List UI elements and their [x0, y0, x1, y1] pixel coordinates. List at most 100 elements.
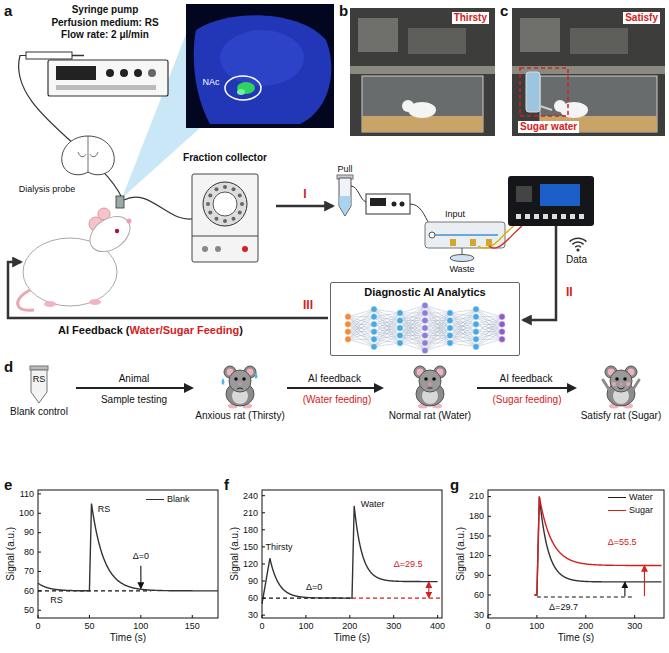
tick-label: 70 — [24, 566, 34, 576]
wifi-arc — [572, 242, 583, 244]
lab-equipment — [408, 28, 466, 54]
delta-annotation: Δ=29.5 — [394, 559, 423, 569]
dialysis-probe — [116, 196, 124, 208]
legend-text: Sugar — [629, 505, 653, 515]
network-link — [400, 313, 425, 343]
sweat-drop — [255, 372, 258, 379]
node-text: Fraction collector — [175, 152, 275, 164]
tick-mark — [488, 595, 491, 596]
sweat-drop — [222, 378, 225, 385]
tick-mark — [262, 615, 263, 618]
network-link — [425, 321, 450, 351]
network-neuron — [371, 314, 377, 320]
reference-line — [352, 598, 442, 599]
rat-arm — [632, 380, 639, 391]
lab-bench — [350, 66, 495, 74]
network-link — [348, 332, 374, 340]
board-pin — [552, 214, 557, 219]
network-link — [400, 306, 425, 321]
tick-label: 120 — [243, 559, 258, 569]
network-link — [400, 328, 425, 343]
network-link — [425, 343, 450, 351]
sample-tube — [339, 178, 351, 216]
collector-panel-line — [192, 236, 258, 237]
tick-mark — [38, 571, 41, 572]
network-link — [400, 321, 425, 344]
network-neuron — [345, 314, 351, 320]
node-text: Anxious rat (Thirsty) — [195, 410, 285, 422]
pump-button — [134, 69, 142, 77]
tick-label: 120 — [469, 550, 484, 560]
waste-line — [462, 248, 463, 255]
pump-display — [56, 66, 96, 80]
feedback-label: AI Feedback ( — [58, 324, 130, 337]
panel-letter: f — [224, 476, 229, 493]
network-link — [374, 313, 400, 339]
network-link — [476, 317, 502, 340]
network-neuron — [422, 332, 428, 338]
axis-title: Time (s) — [334, 632, 370, 644]
node-text: Diagnostic AI Analytics — [331, 286, 519, 299]
feedback-label: Water/Sugar Feeding — [130, 324, 240, 337]
network-link — [425, 306, 450, 344]
panel-letter: a — [4, 2, 12, 19]
pump-button — [148, 69, 156, 77]
tick-mark — [38, 552, 41, 553]
network-link — [450, 328, 476, 347]
legend-text: Blank — [167, 494, 190, 504]
network-link — [450, 321, 476, 347]
network-neuron — [422, 340, 428, 346]
tick-mark — [262, 546, 265, 547]
rat-tail — [18, 290, 34, 310]
tick-label: 80 — [24, 547, 34, 557]
tick-mark — [305, 615, 306, 618]
syringe-pump — [48, 60, 168, 96]
tick-label: 90 — [24, 527, 34, 537]
network-neuron — [447, 340, 453, 346]
rat-nose — [428, 382, 431, 385]
node-text: Syringe pump — [30, 4, 180, 16]
network-link — [400, 336, 425, 344]
signal-curve — [534, 497, 661, 595]
legend-item: Sugar — [608, 505, 653, 515]
rat-mouth — [618, 387, 625, 389]
arrow-note: (Water feeding) — [303, 394, 372, 406]
network-neuron — [345, 329, 351, 335]
panel-letter: d — [4, 358, 13, 375]
rat-head — [419, 370, 441, 392]
tick-mark — [38, 493, 41, 494]
network-neuron — [473, 306, 479, 312]
rat-eye — [615, 377, 619, 381]
network-link — [425, 306, 450, 314]
collector-vial — [206, 202, 210, 206]
network-neuron — [499, 336, 505, 342]
network-link — [425, 313, 450, 336]
rat-nose — [238, 382, 241, 385]
node-text: Flow rate: 2 μl/min — [30, 29, 180, 41]
chip-inlet — [429, 232, 435, 238]
tick-label: 200 — [578, 621, 593, 631]
tick-mark — [488, 535, 491, 536]
tick-mark — [38, 513, 41, 514]
feedback-label: ) — [239, 324, 243, 337]
lab-equipment — [520, 18, 560, 52]
step-arrow — [523, 226, 556, 320]
tick-mark — [38, 532, 41, 533]
collector-vial — [208, 194, 212, 198]
tick-label: 50 — [24, 605, 34, 615]
network-link — [450, 324, 476, 343]
network-link — [374, 309, 400, 343]
delta-annotation: Δ=29.7 — [549, 602, 578, 612]
node-text: Satisfy rat (Sugar) — [578, 410, 664, 422]
pump-button — [120, 69, 128, 77]
network-link — [400, 328, 425, 343]
network-link — [425, 313, 450, 328]
flow-arrow — [287, 387, 382, 389]
rat-head — [229, 370, 251, 392]
tick-label: 210 — [243, 508, 258, 518]
delta-arrow — [140, 566, 141, 588]
network-neuron — [499, 314, 505, 320]
network-link — [400, 306, 425, 314]
tick-mark — [488, 615, 489, 618]
wifi-arc — [575, 246, 581, 247]
